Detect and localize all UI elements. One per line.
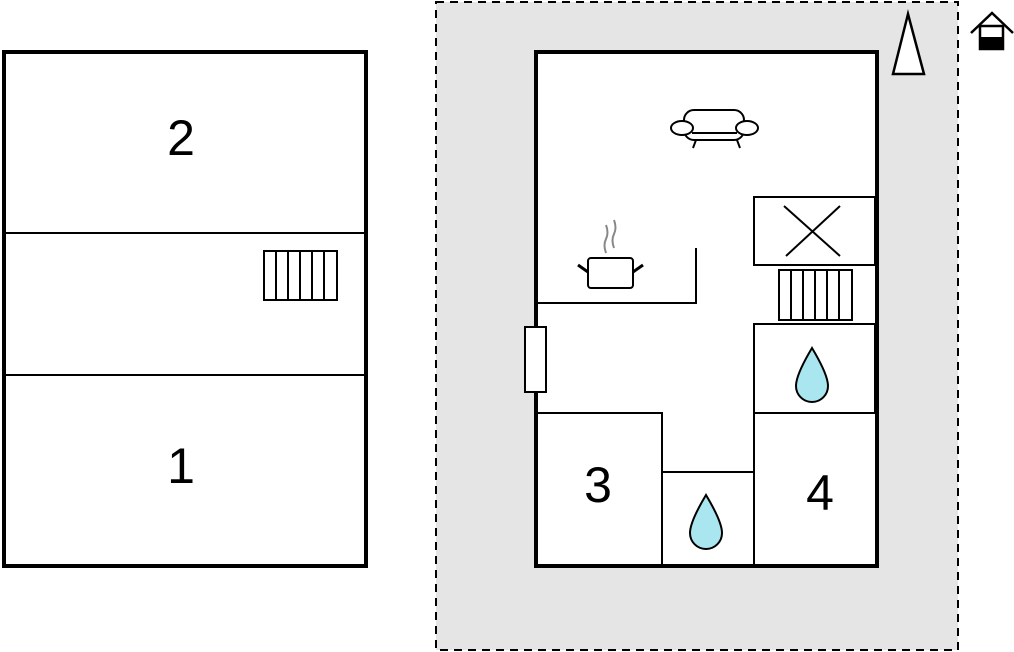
water-drop-icon xyxy=(688,493,724,550)
interior-walls xyxy=(538,323,876,566)
room-label-3: 3 xyxy=(584,457,612,513)
upper-floor: 2 1 xyxy=(2,50,368,568)
room-label-4: 4 xyxy=(806,465,834,521)
water-drop-icon xyxy=(794,346,830,403)
house-floor-icon xyxy=(970,11,1014,51)
door-icon xyxy=(524,326,547,393)
room-label-2: 2 xyxy=(167,110,195,166)
sofa-icon xyxy=(670,109,759,149)
kitchen-counter xyxy=(538,248,697,304)
void-cross-icon xyxy=(753,196,876,266)
room-label-1: 1 xyxy=(167,438,195,494)
ground-floor: 3 4 xyxy=(435,1,1014,651)
stairs-icon xyxy=(263,250,338,301)
north-arrow-icon xyxy=(891,9,926,76)
stairs-icon xyxy=(778,269,853,321)
cooking-pot-icon xyxy=(577,219,644,289)
